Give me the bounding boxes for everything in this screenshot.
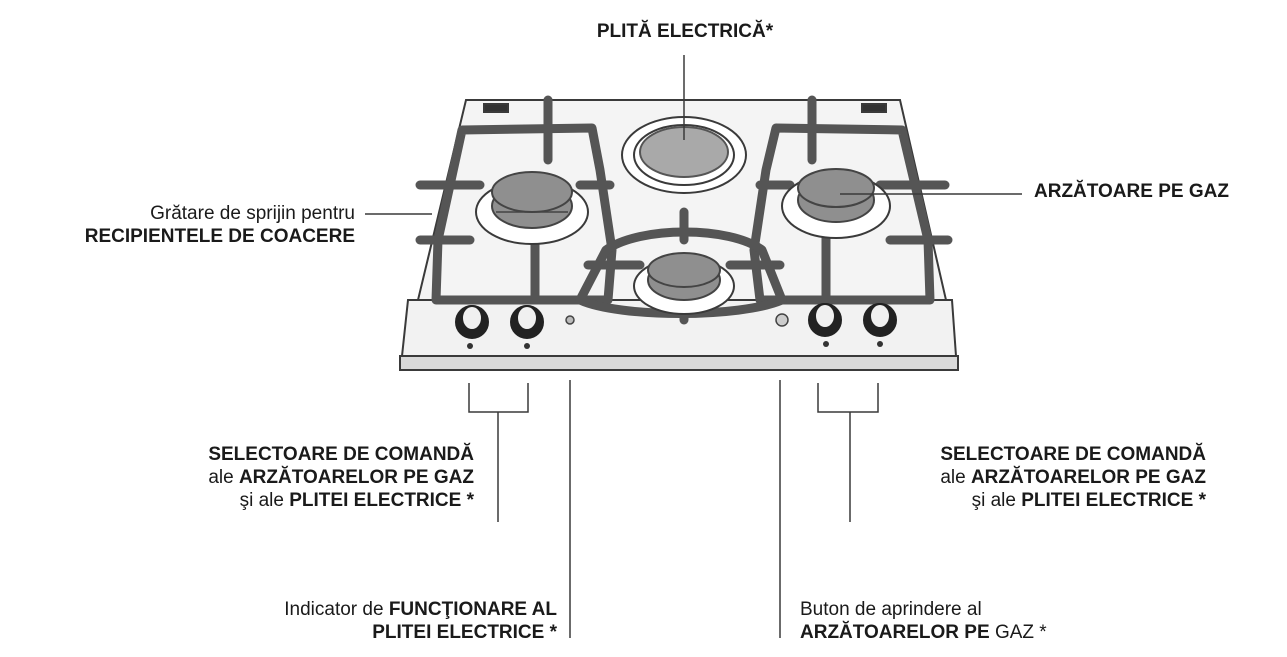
label-electric-plate: PLITĂ ELECTRICĂ* [596, 21, 774, 42]
label-selectors-left: SELECTOARE DE COMANDĂ ale ARZĂTOARELOR P… [208, 444, 474, 511]
pan-support-grates [415, 95, 953, 325]
gas-burner-right [781, 168, 891, 239]
gas-burner-left [475, 171, 589, 245]
control-knobs [455, 303, 897, 339]
label-indicator: Indicator de FUNCŢIONARE AL PLITEI ELECT… [284, 599, 557, 643]
leader-lines [365, 55, 1022, 638]
label-gas-burner: ARZĂTOARE PE GAZ [1034, 181, 1229, 202]
indicator-light [565, 315, 575, 325]
leader-selectors-left [468, 383, 529, 522]
gas-burner-center [633, 252, 735, 315]
label-ignition: Buton de aprindere al ARZĂTOARELOR PE GA… [800, 599, 1047, 643]
ignition-button [775, 313, 789, 327]
leader-selectors-right [817, 383, 879, 522]
knob-symbols [467, 341, 883, 349]
label-selectors-right: SELECTOARE DE COMANDĂ ale ARZĂTOARELOR P… [940, 444, 1206, 511]
label-grates: Grătare de sprijin pentru RECIPIENTELE D… [84, 203, 355, 247]
